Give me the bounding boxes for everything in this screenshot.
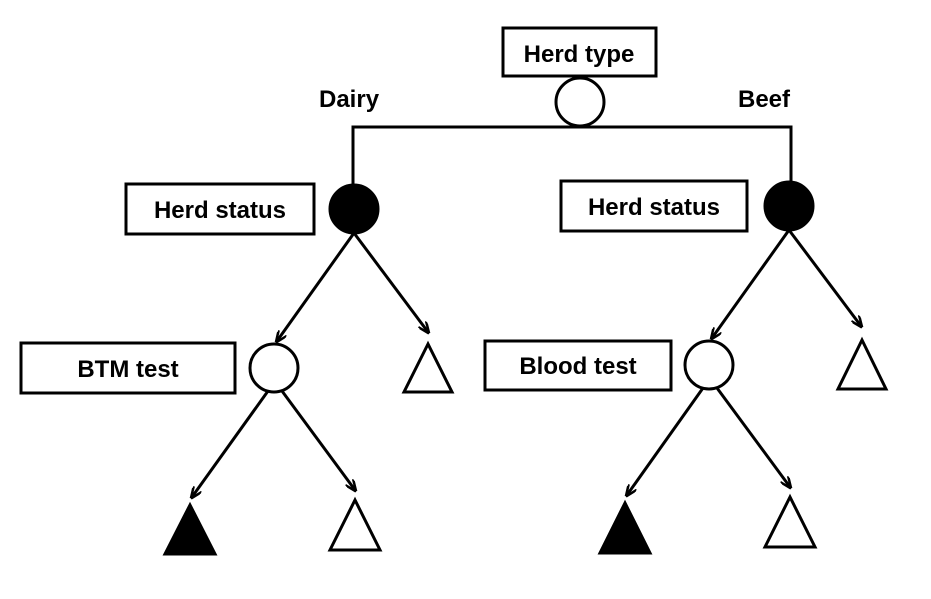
btm-terminal-filled-triangle	[162, 501, 218, 556]
dairy-subtree: Herd status BTM test	[19, 182, 455, 556]
dairy-to-end-arrow	[352, 232, 428, 332]
beef-subtree: Herd status Blood test	[483, 179, 889, 555]
dairy-terminal-open-triangle	[401, 340, 455, 394]
dairy-to-btm-arrow	[277, 232, 356, 341]
herd-type-label: Herd type	[524, 41, 635, 68]
root-chance-node	[554, 76, 606, 128]
beef-terminal-open-triangle	[835, 336, 889, 391]
beef-decision-node	[763, 180, 815, 232]
blood-test-label: Blood test	[519, 353, 636, 380]
beef-branch-label: Beef	[738, 86, 791, 113]
beef-herd-status-label: Herd status	[588, 194, 720, 221]
dairy-branch-label: Dairy	[319, 86, 380, 113]
blood-to-positive-arrow	[627, 387, 705, 495]
beef-to-blood-arrow	[712, 229, 791, 338]
herd-type-box	[501, 26, 658, 78]
blood-terminal-filled-triangle	[597, 499, 653, 555]
root-branch-connector	[351, 125, 793, 186]
btm-test-box	[19, 341, 237, 395]
beef-to-end-arrow	[787, 229, 861, 326]
root-node-group: Herd type	[501, 26, 658, 128]
dairy-herd-status-box	[124, 182, 316, 236]
dairy-decision-node	[328, 183, 380, 235]
btm-to-positive-arrow	[192, 390, 270, 497]
beef-herd-status-box	[559, 179, 749, 233]
btm-to-negative-arrow	[280, 390, 355, 490]
blood-chance-node	[683, 339, 735, 391]
dairy-herd-status-label: Herd status	[154, 197, 286, 224]
btm-test-label: BTM test	[77, 356, 178, 383]
blood-terminal-open-triangle	[762, 493, 818, 549]
blood-test-box	[483, 339, 673, 392]
blood-to-negative-arrow	[715, 387, 790, 487]
btm-chance-node	[248, 342, 300, 394]
btm-terminal-open-triangle	[327, 496, 383, 552]
